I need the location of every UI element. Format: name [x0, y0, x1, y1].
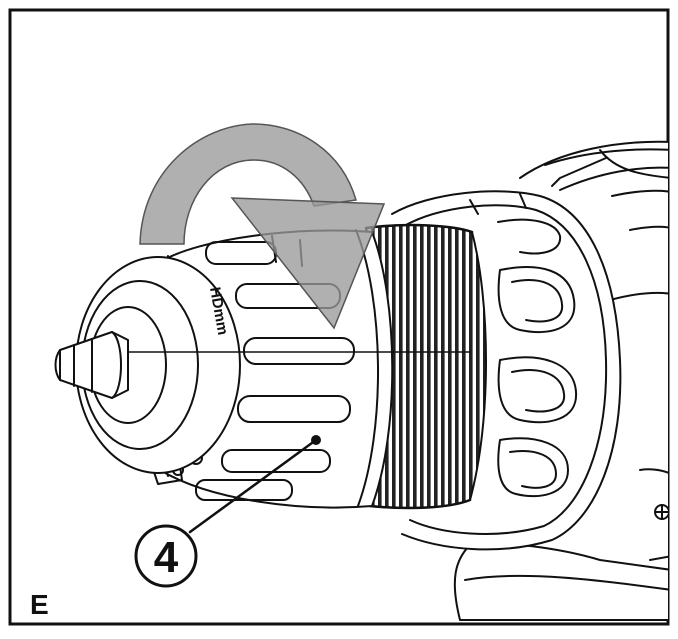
- callout-4: 4: [134, 524, 198, 588]
- chuck-nose: [54, 256, 471, 474]
- ribbed-sleeve: [364, 223, 487, 510]
- callout-anchor-dot: [311, 435, 321, 445]
- rotation-arrow-icon: [139, 123, 386, 330]
- callout-circle: [134, 524, 198, 588]
- callout-number: 4: [154, 533, 179, 582]
- panel-label: E: [30, 589, 49, 620]
- callout-leader-line: [188, 438, 318, 534]
